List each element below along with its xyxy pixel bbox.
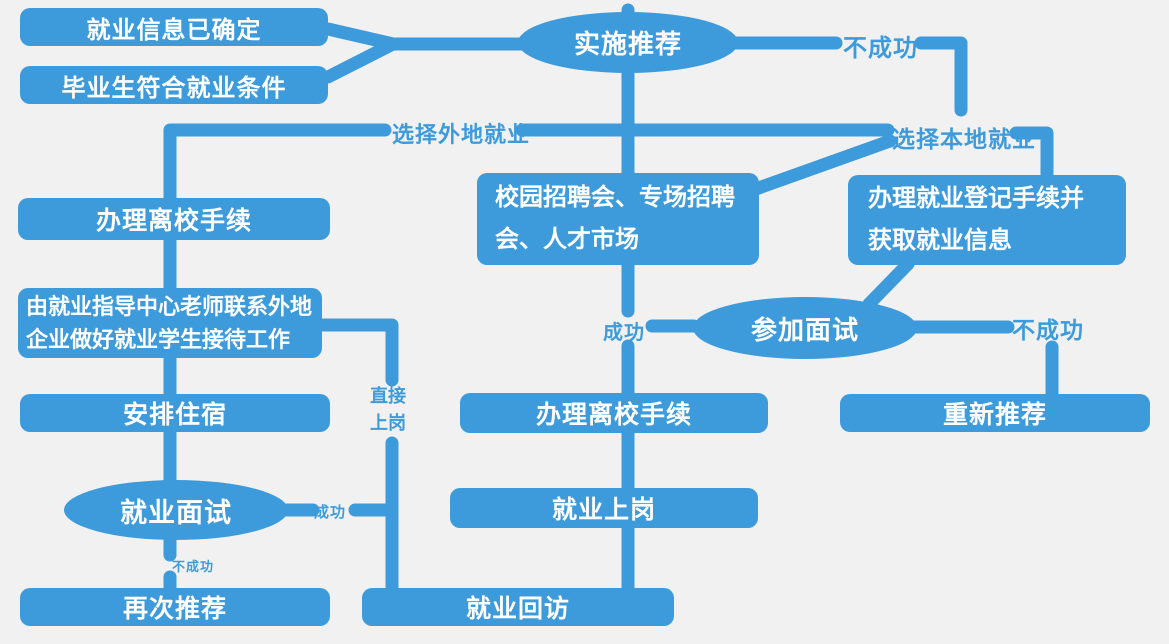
label-direct-work: 直接上岗 (370, 386, 406, 433)
node-attend-interview: 参加面试 (693, 297, 917, 359)
edge-local-to-jobfair (746, 134, 897, 197)
label-unsuccessful-left: 不成功 (172, 559, 215, 574)
edge-unsuccessful-to-local (914, 36, 968, 117)
label-success-mid: 成功 (603, 322, 645, 344)
node-arrange-lodging: 安排住宿 (20, 394, 330, 432)
node-start-work: 就业上岗 (450, 488, 758, 528)
node-re-recommend: 重新推荐 (840, 394, 1150, 432)
edge-attend-to-registration (862, 257, 915, 311)
node-info-confirmed: 就业信息已确定 (20, 8, 328, 46)
label-choose-remote: 选择外地就业 (392, 122, 531, 147)
node-implement-recommend: 实施推荐 (518, 12, 738, 73)
label-unsuccessful-top: 不成功 (843, 35, 918, 62)
label-choose-local: 选择本地就业 (892, 126, 1036, 152)
edge-local-to-registration (1009, 126, 1054, 189)
node-leave-school-mid: 办理离校手续 (460, 393, 768, 433)
node-registration: 办理就业登记手续并获取就业信息 (848, 175, 1126, 265)
node-guidance-center: 由就业指导中心老师联系外地企业做好就业学生接待工作 (18, 288, 322, 358)
node-leave-school-left: 办理离校手续 (18, 198, 330, 240)
edge-guidance-to-directwork (313, 318, 399, 387)
node-grad-qualified: 毕业生符合就业条件 (20, 66, 328, 104)
edge-qualified-to-recommend (321, 37, 400, 84)
edge-info-to-recommend (321, 22, 400, 51)
node-follow-up: 就业回访 (362, 588, 674, 626)
label-success-left: 成功 (314, 504, 347, 521)
node-job-fair: 校园招聘会、专场招聘会、人才市场 (477, 173, 759, 265)
label-unsuccessful-right: 不成功 (1012, 317, 1084, 343)
node-again-recommend: 再次推荐 (20, 588, 330, 626)
node-job-interview: 就业面试 (64, 480, 288, 540)
